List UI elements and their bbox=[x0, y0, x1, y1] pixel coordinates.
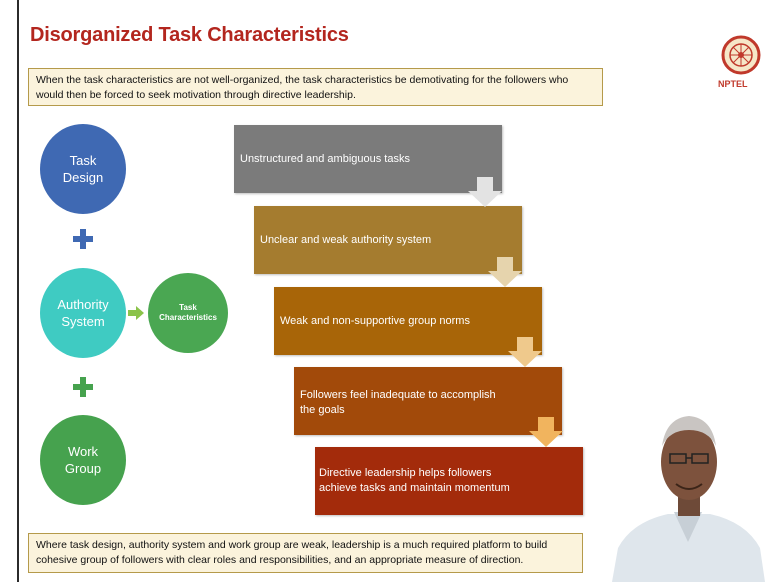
slide-title: Disorganized Task Characteristics bbox=[30, 24, 349, 46]
presenter-video-image bbox=[612, 400, 765, 582]
intro-text-box: When the task characteristics are not we… bbox=[28, 68, 603, 106]
step-1-box: Unstructured and ambiguous tasks bbox=[234, 125, 502, 193]
step-3-box: Weak and non-supportive group norms bbox=[274, 287, 542, 355]
left-border-line bbox=[17, 0, 19, 582]
step-4-box: Followers feel inadequate to accomplish … bbox=[294, 367, 562, 435]
nptel-logo-icon bbox=[721, 35, 761, 75]
task-characteristics-label: Task Characteristics bbox=[159, 303, 217, 322]
task-characteristics-circle: Task Characteristics bbox=[148, 273, 228, 353]
work-group-circle: Work Group bbox=[40, 415, 126, 505]
plus-icon bbox=[73, 229, 93, 249]
task-design-label: Task Design bbox=[62, 153, 104, 185]
work-group-label: Work Group bbox=[64, 444, 102, 476]
arrow-down-icon bbox=[529, 417, 563, 447]
arrow-down-icon bbox=[468, 177, 502, 207]
arrow-down-icon bbox=[508, 337, 542, 367]
arrow-right-icon bbox=[128, 306, 144, 320]
arrow-down-icon bbox=[488, 257, 522, 287]
step-5-box: Directive leadership helps followers ach… bbox=[315, 447, 583, 515]
task-design-circle: Task Design bbox=[40, 124, 126, 214]
authority-system-label: Authority System bbox=[57, 297, 109, 329]
authority-system-circle: Authority System bbox=[40, 268, 126, 358]
conclusion-text-box: Where task design, authority system and … bbox=[28, 533, 583, 573]
nptel-logo-label: NPTEL bbox=[718, 79, 748, 89]
plus-icon bbox=[73, 377, 93, 397]
step-2-box: Unclear and weak authority system bbox=[254, 206, 522, 274]
